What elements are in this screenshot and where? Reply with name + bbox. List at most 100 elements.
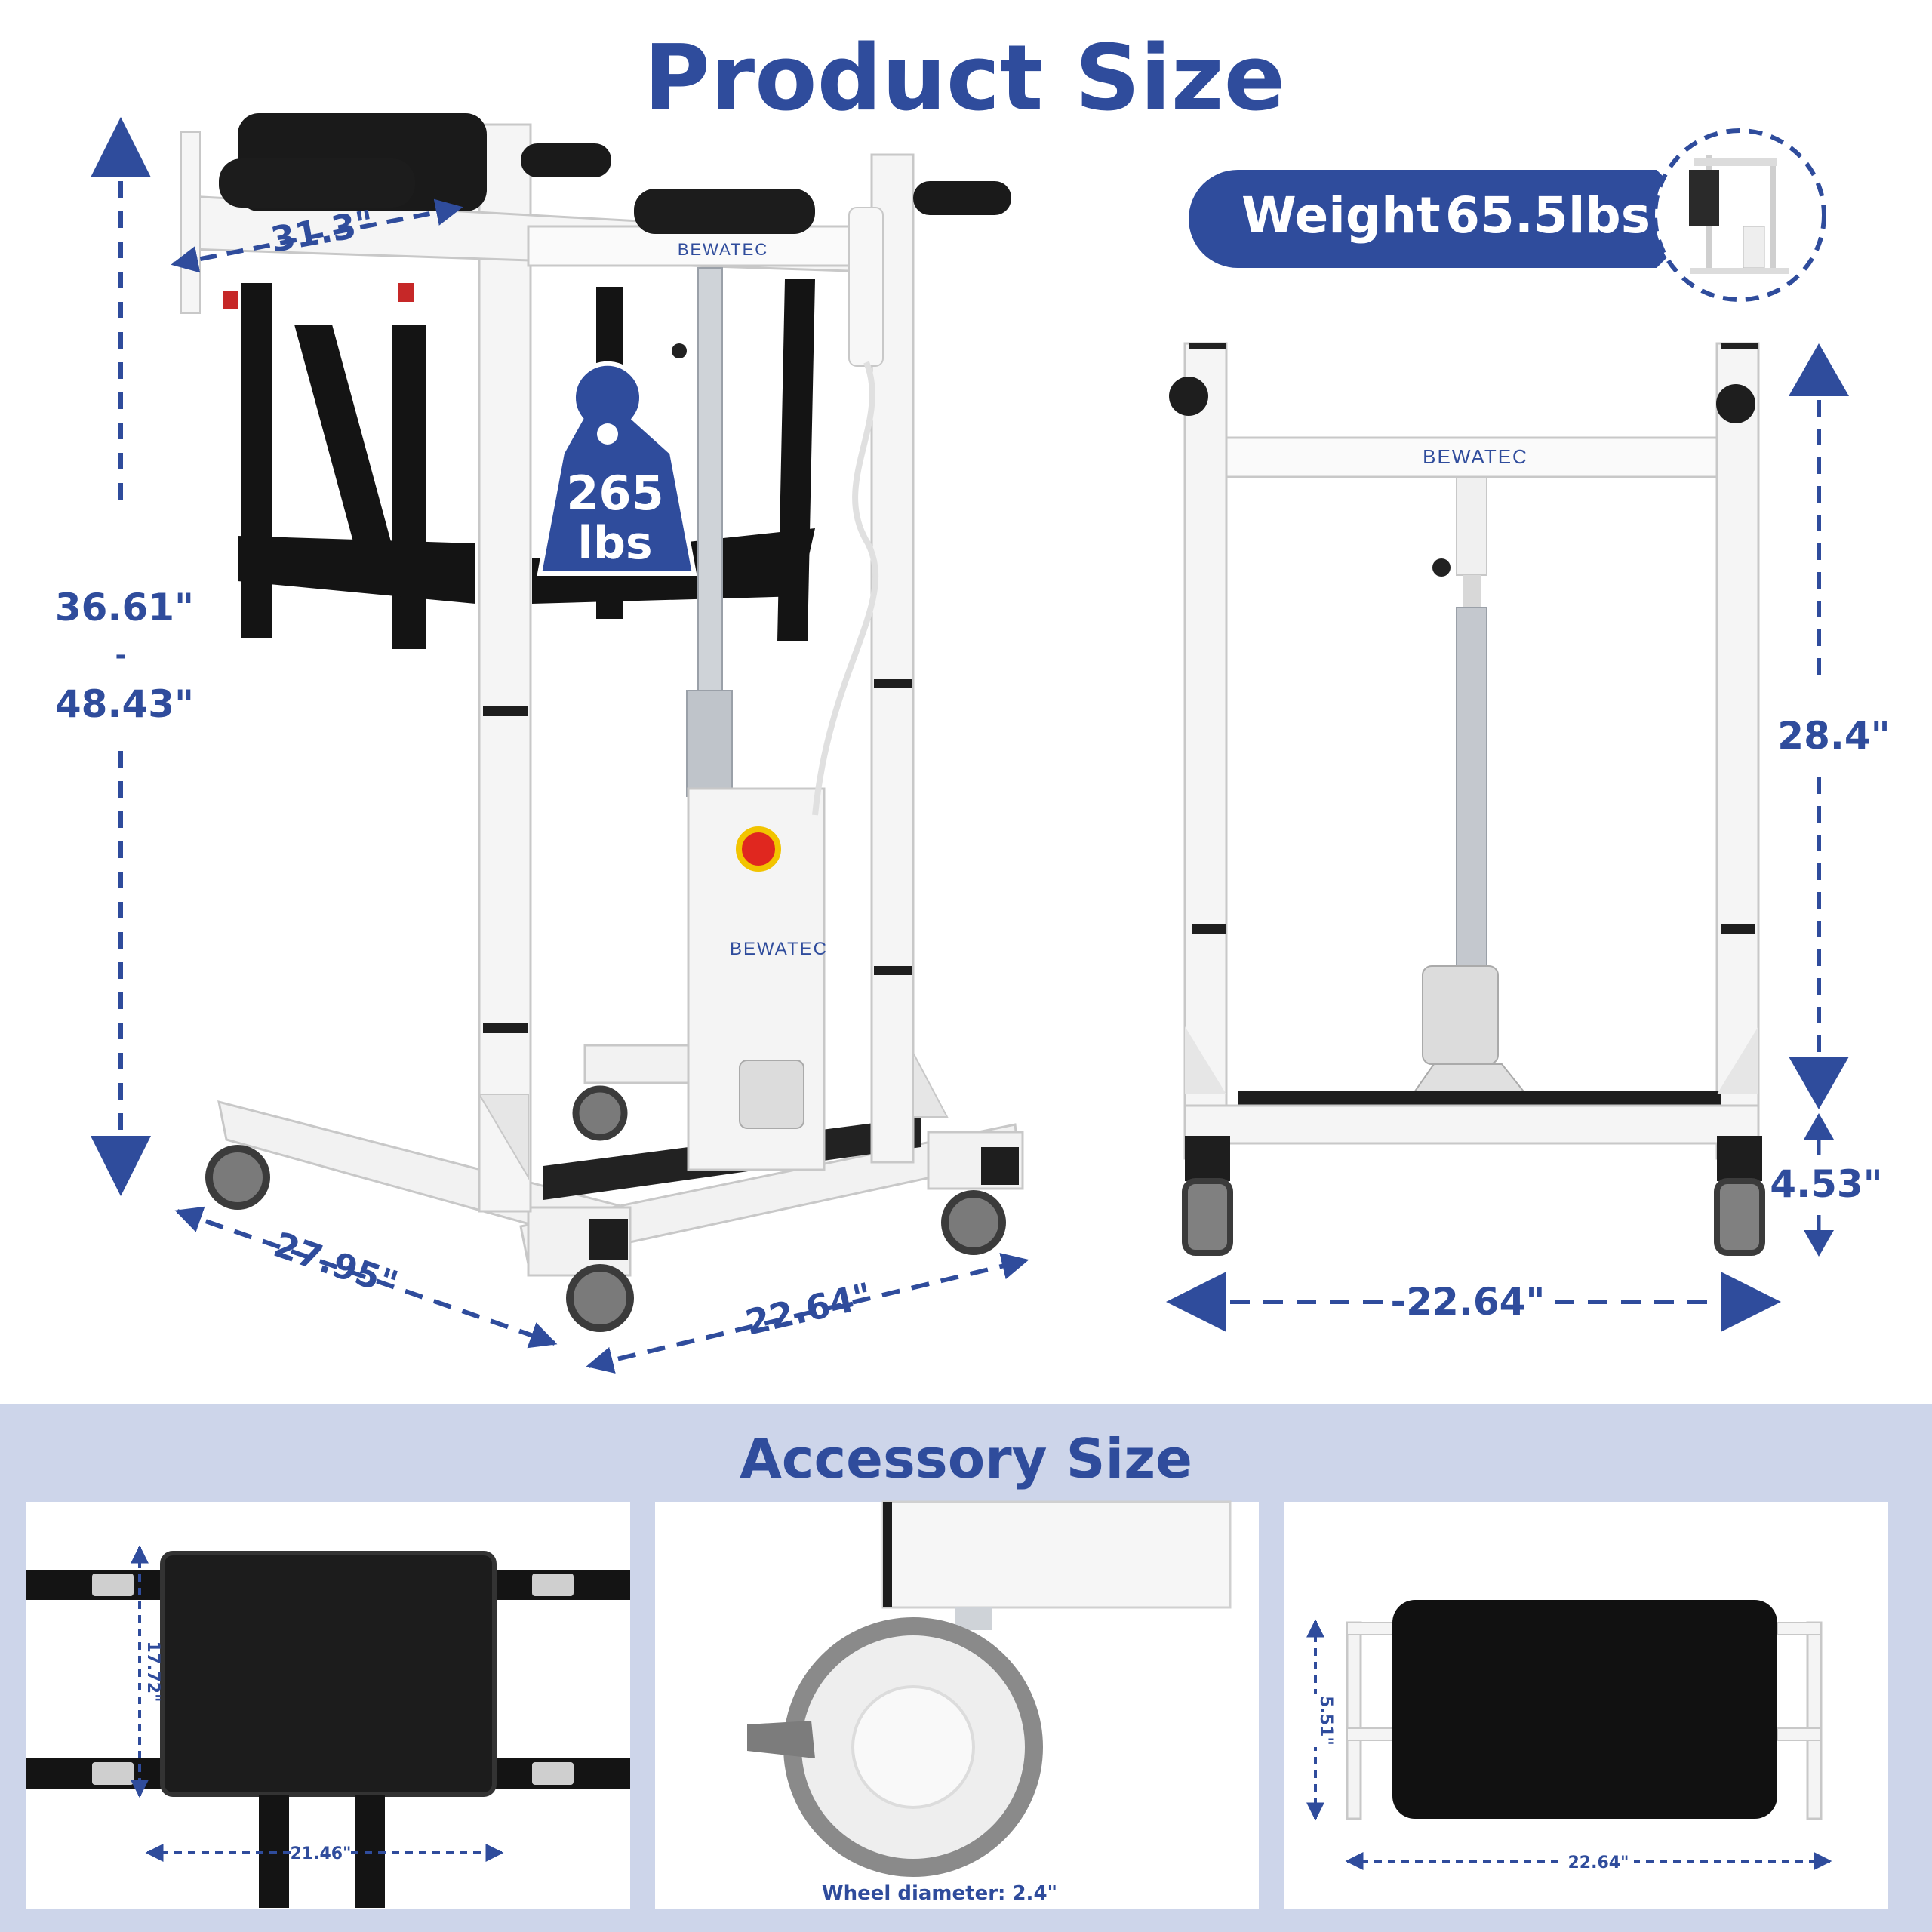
height-max-label: 48.43" (55, 682, 194, 726)
wheel-stem (955, 1607, 992, 1630)
front-width-label: -22.64" (1391, 1280, 1546, 1324)
armrest-rail-top-right (1777, 1622, 1822, 1635)
clearance-arrow-top (1804, 1113, 1834, 1140)
front-gusset-left (1185, 1026, 1226, 1094)
armrest-post-right (1806, 1621, 1823, 1820)
front-width-arrow-right (1721, 1272, 1781, 1332)
thumb-box (1743, 226, 1765, 269)
wheel-brake-pedal (747, 1721, 815, 1758)
weight-badge-pill (1189, 170, 1690, 268)
sling-buckle-4 (532, 1762, 574, 1785)
front-grip-right (1716, 384, 1755, 423)
front-upright-left (1183, 342, 1228, 1160)
front-caster-right (1714, 1178, 1765, 1256)
capacity-unit: lbs (577, 517, 652, 570)
armrest-left (219, 158, 415, 208)
armrest-height-label-bg (1306, 1694, 1328, 1747)
front-joint-left (1192, 924, 1226, 934)
sling-buckle-2 (532, 1574, 574, 1596)
upright-left (478, 123, 532, 1213)
thumb-base (1690, 268, 1789, 274)
base-width-line (586, 1253, 1029, 1374)
clearance-arrow-bottom (1804, 1230, 1834, 1257)
front-leg-left (1185, 1136, 1230, 1181)
front-height-label: 28.4" (1777, 714, 1890, 758)
strap-1 (242, 283, 272, 638)
dimensions-front: 28.4" 4.53" -22.64" (1166, 343, 1890, 1332)
base-length-label: 27.95" (269, 1224, 403, 1304)
gusset-right (912, 1052, 949, 1118)
sling-pad (160, 1551, 497, 1797)
buckle-red-left (223, 291, 238, 309)
brand-label-top: BEWATEC (678, 240, 768, 259)
strap-3 (392, 325, 426, 649)
front-grip-left (1169, 377, 1208, 416)
capacity-badge: 265 lbs (537, 361, 697, 576)
sling-height-label: 17.72" (143, 1641, 162, 1702)
column-knob (672, 343, 687, 358)
caster-front-right (941, 1190, 1006, 1255)
accessory-panel-armrest: 5.51" 22.64" (1284, 1502, 1888, 1909)
front-caster-left (1182, 1178, 1233, 1256)
upright-right-joint-low (874, 966, 912, 975)
lift-three-quarter-view: BEWATEC BEWATEC (180, 113, 1024, 1332)
front-footplate (1238, 1091, 1721, 1107)
base-length-line (174, 1206, 558, 1349)
front-column-knob (1432, 558, 1451, 577)
hand-controller (848, 207, 884, 367)
armrest-post-left (1346, 1621, 1362, 1820)
strap-2 (294, 325, 392, 547)
upright-left-joint-low (483, 1023, 528, 1033)
front-height-arrow-bottom (1789, 1057, 1849, 1109)
front-gusset-right (1717, 1026, 1758, 1094)
sling-straps (238, 279, 815, 649)
brand-label-front: BEWATEC (1423, 445, 1528, 468)
front-cap-left (1189, 343, 1226, 349)
base-cap-left (589, 1219, 628, 1260)
capacity-value: 265 (566, 466, 663, 521)
armrest-rail-mid-left (1346, 1727, 1393, 1741)
armrest-cushion (1392, 1600, 1777, 1819)
lift-front-view: BEWATEC (1169, 342, 1765, 1256)
weight-label: Weight (1241, 186, 1441, 245)
battery-pack (739, 1060, 804, 1129)
height-arrow-top (91, 117, 151, 177)
wheel-frame-leg (881, 1500, 1232, 1609)
wheel-diameter-caption: Wheel diameter: 2.4" (822, 1882, 1057, 1905)
thumb-sling (1689, 170, 1719, 226)
rear-frame-post (180, 131, 201, 314)
sling-buckle-1 (92, 1574, 134, 1596)
accessory-panel-sling: 17.72" 21.46" (26, 1502, 630, 1909)
base-width-label: 22.64" (742, 1275, 875, 1343)
armrest-width-label-bg (1558, 1849, 1634, 1873)
sling-width-label-bg (291, 1841, 351, 1864)
front-column-cap (1456, 476, 1487, 576)
front-width-arrow-left (1166, 1272, 1226, 1332)
caster-rear-left (205, 1145, 270, 1210)
front-base (1183, 1104, 1760, 1145)
rear-crossbar (583, 1044, 692, 1084)
front-leg-right (1717, 1136, 1762, 1181)
armrest-rail-mid-right (1777, 1727, 1822, 1741)
base-cap-right (981, 1147, 1019, 1185)
seat-width-line (171, 198, 463, 273)
controller-cord (812, 361, 879, 816)
emergency-stop-button (736, 826, 781, 872)
weight-badge: Weight 65.5lbs (1189, 128, 1826, 302)
sling-width-label: 21.46" (290, 1844, 351, 1863)
buckle-red-right (398, 283, 414, 302)
gusset-left (478, 1094, 529, 1180)
accessory-panel-wheel: Wheel diameter: 2.4" (655, 1500, 1259, 1909)
height-arrow-bottom (91, 1136, 151, 1196)
caster-rear-right (572, 1085, 628, 1141)
thumb-upright-r (1770, 162, 1776, 268)
weight-thumbnail-circle (1653, 128, 1826, 302)
front-upright-right (1715, 342, 1760, 1160)
weight-value: 65.5lbs (1445, 186, 1651, 245)
sling-buckle-3 (92, 1762, 134, 1785)
brand-label-box: BEWATEC (730, 939, 828, 959)
front-column-tube (1456, 607, 1487, 971)
front-motor-housing (1422, 965, 1499, 1065)
capacity-weight-shape (537, 361, 697, 576)
